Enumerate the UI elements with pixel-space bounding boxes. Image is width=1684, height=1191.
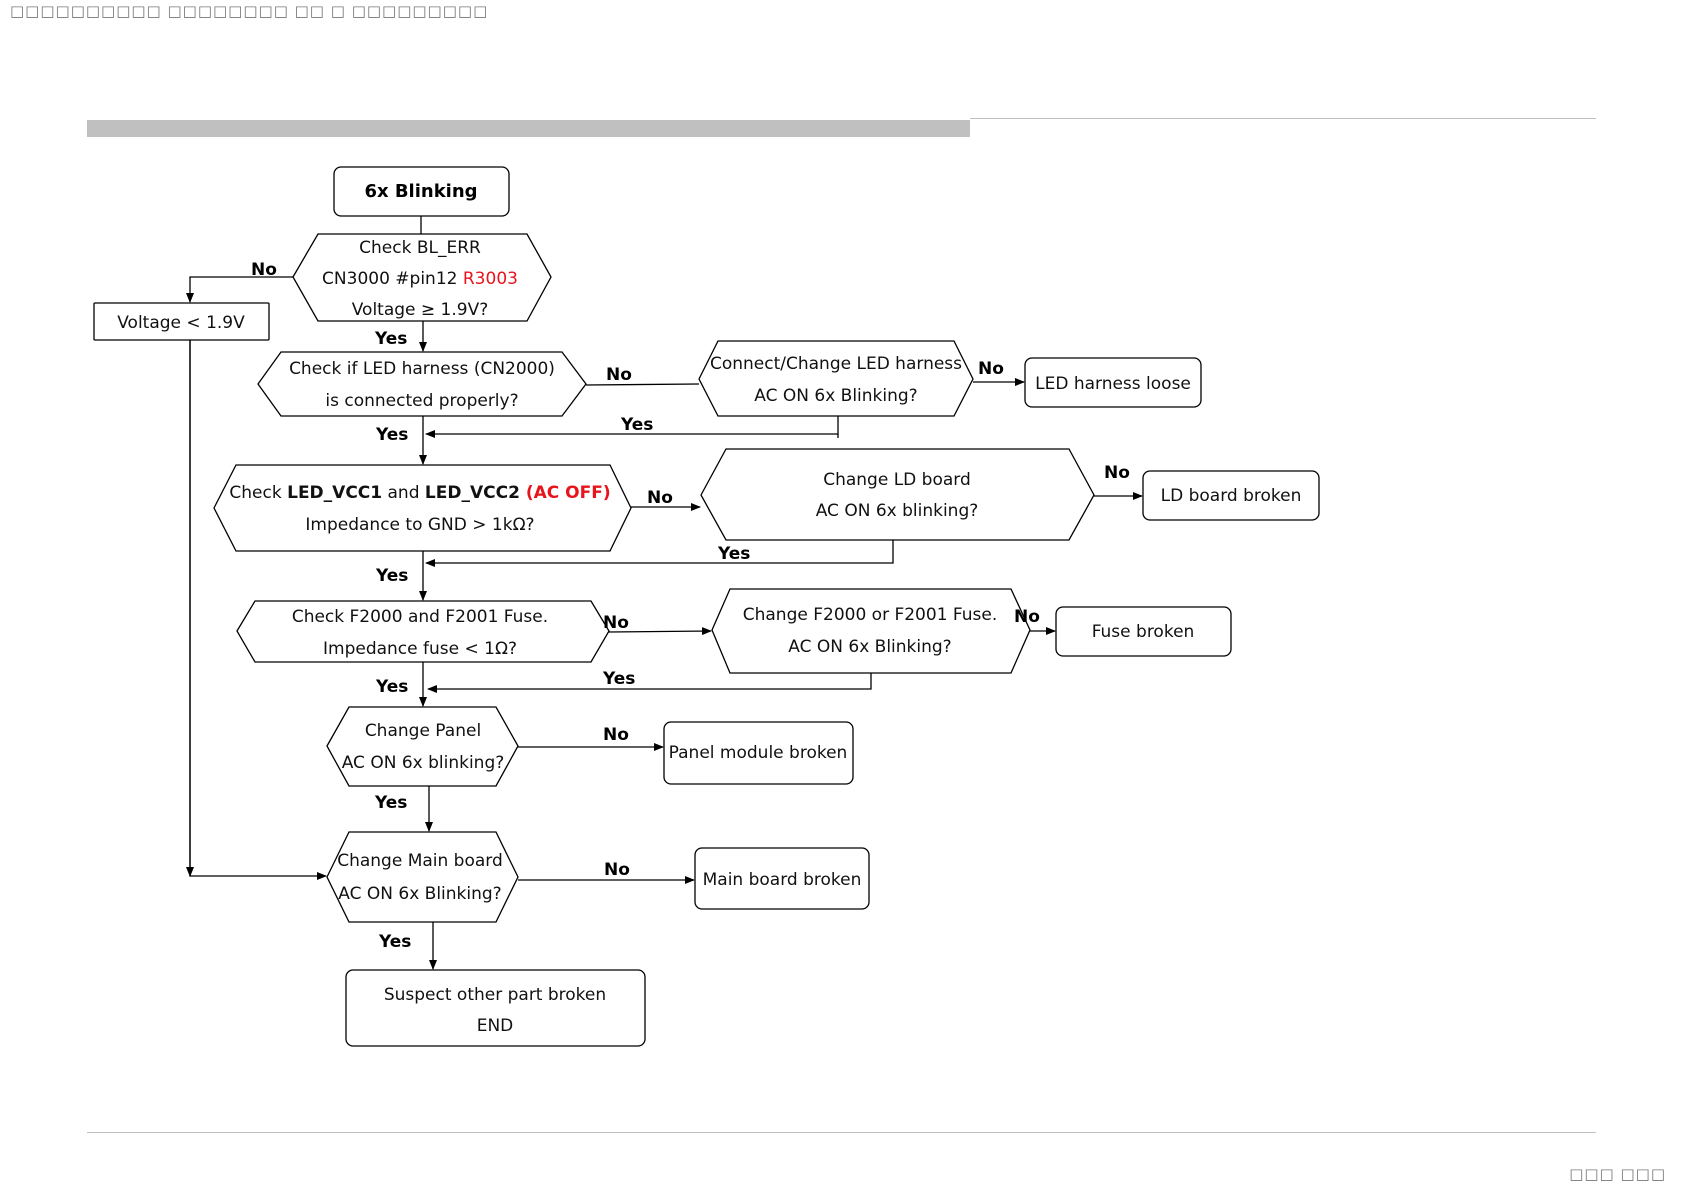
vcc-hexagon [213, 464, 632, 552]
bl-err-hexagon [292, 233, 552, 322]
yes-label: Yes [374, 329, 407, 349]
ld-change-line2: AC ON 6x blinking? [816, 501, 979, 521]
vcc-line1: Check LED_VCC1 and LED_VCC2 (AC OFF) [229, 483, 610, 503]
header-rule [970, 118, 1596, 119]
yes-label: Yes [620, 415, 653, 435]
arrow-yes-return [427, 673, 872, 693]
ld-change-line1: Change LD board [823, 470, 971, 490]
ld-broken-box [1142, 470, 1320, 521]
header-garbled-text: □□□□□□□□□□ □□□□□□□□ □□ □ □□□□□□□□□ [10, 2, 489, 20]
harness-line2: is connected properly? [325, 391, 518, 411]
connect-harness-hexagon [698, 340, 974, 417]
no-label: No [978, 359, 1004, 379]
no-label: No [603, 613, 629, 633]
panel-line2: AC ON 6x blinking? [342, 753, 505, 773]
harness-loose-label: LED harness loose [1035, 374, 1191, 394]
no-label: No [1014, 607, 1040, 627]
no-label: No [604, 860, 630, 880]
no-label: No [1104, 463, 1130, 483]
no-label: No [251, 260, 277, 280]
bl-err-line2: CN3000 #pin12 R3003 [322, 269, 518, 289]
yes-label: Yes [378, 932, 411, 952]
harness-line1: Check if LED harness (CN2000) [289, 359, 555, 379]
bl-err-line3: Voltage ≥ 1.9V? [352, 300, 489, 320]
end-line1: Suspect other part broken [384, 985, 606, 1005]
connect-harness-line2: AC ON 6x Blinking? [754, 386, 917, 406]
voltage-low-label: Voltage < 1.9V [117, 313, 245, 333]
yes-label: Yes [374, 793, 407, 813]
fuse-change-line1: Change F2000 or F2001 Fuse. [743, 605, 998, 625]
fuse-broken-box [1055, 606, 1232, 657]
yes-label: Yes [375, 566, 408, 586]
panel-hexagon [326, 706, 519, 787]
connect-harness-line1: Connect/Change LED harness [710, 354, 962, 374]
bl-err-line1: Check BL_ERR [359, 238, 481, 258]
end-line2: END [477, 1016, 514, 1036]
arrow-yes-return [425, 540, 894, 567]
panel-broken-box [663, 721, 854, 785]
yes-label: Yes [717, 544, 750, 564]
panel-broken-label: Panel module broken [669, 743, 848, 763]
end-box [345, 969, 646, 1047]
yes-label: Yes [375, 677, 408, 697]
mainboard-line2: AC ON 6x Blinking? [338, 884, 501, 904]
no-label: No [603, 725, 629, 745]
arrow-no [608, 627, 712, 636]
no-label: No [647, 488, 673, 508]
harness-hexagon [257, 351, 587, 417]
mainboard-broken-box [694, 847, 870, 910]
mainboard-hexagon [326, 831, 519, 923]
arrow-no [186, 276, 293, 303]
mainboard-broken-label: Main board broken [703, 870, 862, 890]
fuse-hexagon [236, 600, 610, 663]
fuse-line1: Check F2000 and F2001 Fuse. [292, 607, 548, 627]
panel-line1: Change Panel [365, 721, 481, 741]
ld-change-hexagon [700, 448, 1095, 541]
footer-garbled-text: □□□ □□□ [1569, 1165, 1666, 1183]
footer-rule [87, 1132, 1596, 1133]
yes-label: Yes [375, 425, 408, 445]
vcc-line2: Impedance to GND > 1kΩ? [305, 515, 534, 535]
yes-label: Yes [602, 669, 635, 689]
voltage-low-box [93, 302, 270, 341]
start-label: 6x Blinking [364, 181, 477, 202]
header-band [87, 120, 970, 137]
fuse-line2: Impedance fuse < 1Ω? [323, 639, 517, 659]
fuse-broken-label: Fuse broken [1092, 622, 1195, 642]
no-label: No [606, 365, 632, 385]
fuse-change-hexagon [711, 588, 1031, 674]
harness-loose-box [1024, 357, 1202, 408]
fuse-change-line2: AC ON 6x Blinking? [788, 637, 951, 657]
arrow-no [585, 383, 700, 386]
mainboard-line1: Change Main board [337, 851, 503, 871]
ld-broken-label: LD board broken [1161, 486, 1302, 506]
